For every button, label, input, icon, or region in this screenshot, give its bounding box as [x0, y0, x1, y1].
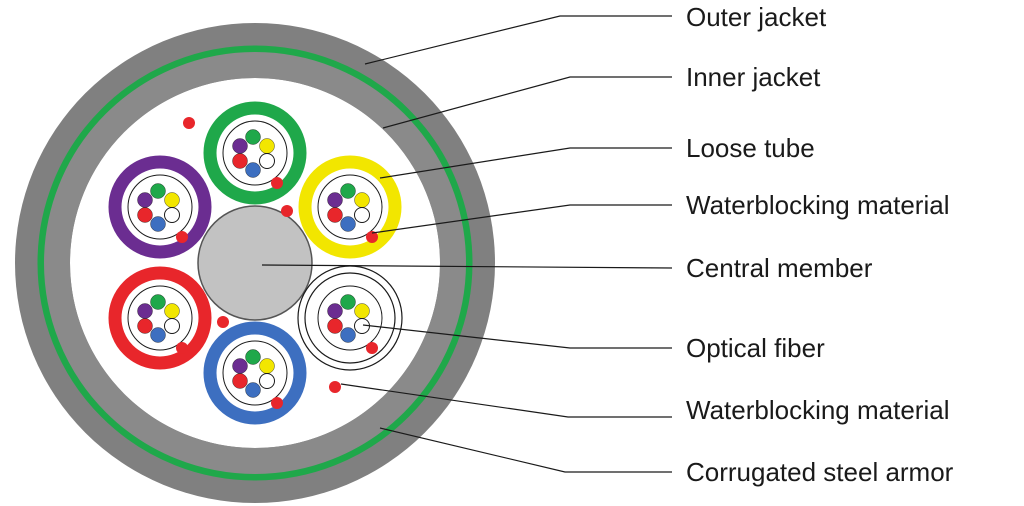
loose-tubes	[108, 101, 403, 425]
label-outer-jacket: Outer jacket	[686, 2, 827, 32]
central-member	[197, 205, 313, 321]
optical-fiber	[245, 162, 261, 178]
label-optical-fiber: Optical fiber	[686, 333, 825, 363]
optical-fiber	[150, 327, 166, 343]
optical-fiber	[259, 373, 275, 389]
leader-lines	[261, 15, 673, 473]
optical-fiber	[245, 129, 261, 145]
optical-fiber	[327, 303, 343, 319]
leader-inner-jacket	[382, 76, 672, 129]
inner-jacket-band	[44, 52, 466, 474]
optical-fiber	[340, 183, 356, 199]
optical-fiber	[137, 318, 153, 334]
tube-inner-boundary	[222, 120, 288, 186]
optical-fiber	[327, 207, 343, 223]
optical-fiber	[340, 216, 356, 232]
optical-fiber	[164, 207, 180, 223]
label-loose-tube: Loose tube	[686, 133, 815, 163]
optical-fiber	[137, 207, 153, 223]
optical-fiber	[150, 294, 166, 310]
loose-tube-red	[108, 266, 212, 370]
leader-armor	[379, 427, 672, 473]
optical-fiber	[150, 216, 166, 232]
optical-fiber	[354, 207, 370, 223]
waterblocking-dot	[217, 316, 229, 328]
label-central-member: Central member	[686, 253, 873, 283]
optical-fiber	[327, 318, 343, 334]
leader-waterblocking-2	[340, 383, 672, 418]
tube-inner-boundary	[222, 340, 288, 406]
label-waterblocking-material: Waterblocking material	[686, 190, 949, 220]
loose-tube-green	[203, 101, 307, 205]
leader-optical-fiber	[362, 324, 672, 349]
optical-fiber	[259, 153, 275, 169]
waterblocking-dot	[176, 231, 188, 243]
label-corrugated-steel-armor: Corrugated steel armor	[686, 457, 954, 487]
leader-waterblocking-1	[371, 204, 672, 234]
cable-body	[15, 23, 495, 503]
optical-fiber	[259, 358, 275, 374]
optical-fiber	[327, 192, 343, 208]
waterblocking-dot	[183, 117, 195, 129]
optical-fiber	[137, 192, 153, 208]
optical-fiber	[354, 192, 370, 208]
loose-tube-purple	[108, 155, 212, 259]
waterblocking-dot	[271, 397, 283, 409]
optical-fiber	[340, 327, 356, 343]
loose-tube-yellow	[298, 155, 402, 259]
label-inner-jacket: Inner jacket	[686, 62, 821, 92]
loose-tube-blue	[203, 321, 307, 425]
optical-fiber	[232, 373, 248, 389]
waterblocking-dot	[366, 342, 378, 354]
armor-ring	[37, 45, 473, 481]
label-waterblocking-material-2: Waterblocking material	[686, 395, 949, 425]
leader-central-member	[261, 264, 673, 269]
waterblocking-dot	[271, 177, 283, 189]
tube-inner-boundary	[317, 285, 383, 351]
waterblocking-dots	[183, 117, 341, 393]
leader-loose-tube	[379, 147, 672, 179]
tube-inner-boundary	[127, 285, 193, 351]
optical-fiber	[232, 153, 248, 169]
labels: Outer jacket Inner jacket Loose tube Wat…	[686, 2, 954, 487]
waterblocking-dot	[176, 342, 188, 354]
optical-fiber	[245, 349, 261, 365]
optical-fiber	[245, 382, 261, 398]
leader-outer-jacket	[364, 15, 672, 65]
optical-fiber	[164, 192, 180, 208]
tube-inner-boundary	[127, 174, 193, 240]
optical-fiber	[340, 294, 356, 310]
waterblocking-dot	[366, 231, 378, 243]
optical-fiber	[164, 303, 180, 319]
optical-fiber	[232, 358, 248, 374]
optical-fiber	[164, 318, 180, 334]
optical-fiber	[150, 183, 166, 199]
waterblocking-dot	[281, 205, 293, 217]
optical-fiber	[137, 303, 153, 319]
optical-fiber	[259, 138, 275, 154]
optical-fiber	[354, 303, 370, 319]
tube-inner-boundary	[317, 174, 383, 240]
waterblocking-dot	[329, 381, 341, 393]
optical-fiber	[232, 138, 248, 154]
loose-tube-white	[297, 265, 403, 371]
